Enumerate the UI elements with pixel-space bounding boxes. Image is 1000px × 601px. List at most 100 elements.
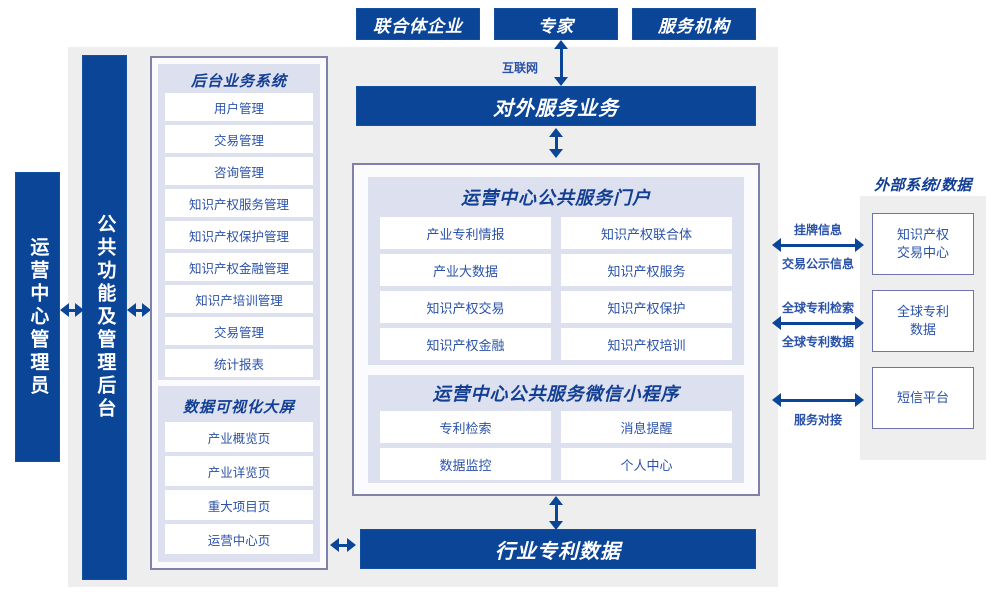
connector-arrow-2 bbox=[772, 313, 864, 333]
list-item[interactable]: 统计报表 bbox=[165, 349, 313, 377]
arrow-shaft bbox=[559, 48, 563, 78]
arrow-head-left bbox=[772, 238, 781, 252]
connector-label-global-patent-data: 全球专利数据 bbox=[781, 335, 854, 349]
portal-item[interactable]: 知识产权交易 bbox=[380, 291, 551, 323]
arrow-shaft bbox=[337, 543, 349, 547]
list-item[interactable]: 知识产培训管理 bbox=[165, 285, 313, 313]
portal-item[interactable]: 产业专利情报 bbox=[380, 217, 551, 249]
role-column-operator-label: 运营中心管理员 bbox=[27, 236, 49, 398]
top-actor-box-3[interactable]: 服务机构 bbox=[632, 8, 756, 40]
arrow-head-down bbox=[554, 77, 568, 86]
list-item[interactable]: 交易管理 bbox=[165, 125, 313, 153]
arrow-head-left bbox=[330, 538, 339, 552]
miniprogram-item[interactable]: 个人中心 bbox=[561, 448, 732, 480]
arrow-head-up bbox=[549, 496, 563, 505]
external-box-label: 全球专利 数据 bbox=[896, 304, 949, 337]
list-item[interactable]: 产业概览页 bbox=[165, 422, 313, 452]
arrow-shaft bbox=[554, 136, 558, 150]
top-actor-label-2: 专家 bbox=[538, 16, 574, 36]
arrow-shaft bbox=[134, 308, 144, 312]
list-item[interactable]: 咨询管理 bbox=[165, 157, 313, 185]
role-column-admin-backend[interactable]: 公共功能及管理后台 bbox=[82, 55, 127, 580]
service-to-portal-arrow bbox=[545, 128, 567, 158]
operator-admin-arrow bbox=[60, 300, 84, 320]
arrow-head-right bbox=[855, 238, 864, 252]
external-service-bar[interactable]: 对外服务业务 bbox=[356, 86, 756, 126]
portal-group: 运营中心公共服务门户 产业专利情报 知识产权联合体 产业大数据 知识产权服务 知… bbox=[368, 177, 744, 365]
arrow-shaft bbox=[554, 504, 558, 522]
miniprogram-item[interactable]: 专利检索 bbox=[380, 411, 551, 443]
backend-industrydata-arrow bbox=[330, 535, 356, 555]
portal-to-industrydata-arrow bbox=[545, 496, 567, 530]
internet-arrow bbox=[550, 40, 572, 86]
list-item[interactable]: 知识产权服务管理 bbox=[165, 189, 313, 217]
miniprogram-item[interactable]: 消息提醒 bbox=[561, 411, 732, 443]
arrow-head-right bbox=[142, 303, 151, 317]
connector-label-listing-info: 挂牌信息 bbox=[793, 223, 842, 237]
arrow-shaft bbox=[67, 308, 77, 312]
portal-item[interactable]: 知识产权金融 bbox=[380, 328, 551, 360]
arrow-head-up bbox=[549, 128, 563, 137]
arrow-head-down bbox=[549, 149, 563, 158]
top-actor-box-2[interactable]: 专家 bbox=[494, 8, 618, 40]
portal-item[interactable]: 产业大数据 bbox=[380, 254, 551, 286]
backend-business-list: 用户管理 交易管理 咨询管理 知识产权服务管理 知识产权保护管理 知识产权金融管… bbox=[165, 93, 313, 377]
internet-label: 互联网 bbox=[501, 61, 538, 75]
connector-label-global-search: 全球专利检索 bbox=[781, 301, 854, 315]
external-box-global-patent-data[interactable]: 全球专利 数据 bbox=[872, 290, 974, 352]
list-item[interactable]: 重大项目页 bbox=[165, 490, 313, 520]
portal-item[interactable]: 知识产权保护 bbox=[561, 291, 732, 323]
dashboard-list: 产业概览页 产业详览页 重大项目页 运营中心页 bbox=[165, 422, 313, 554]
external-box-sms-platform[interactable]: 短信平台 bbox=[872, 367, 974, 429]
portal-item[interactable]: 知识产权联合体 bbox=[561, 217, 732, 249]
arrow-head-right bbox=[75, 303, 84, 317]
dashboard-group: 数据可视化大屏 产业概览页 产业详览页 重大项目页 运营中心页 bbox=[158, 386, 320, 562]
arrow-shaft bbox=[779, 243, 857, 247]
role-column-admin-backend-label: 公共功能及管理后台 bbox=[94, 214, 116, 421]
portal-grid: 产业专利情报 知识产权联合体 产业大数据 知识产权服务 知识产权交易 知识产权保… bbox=[380, 217, 732, 360]
role-column-operator[interactable]: 运营中心管理员 bbox=[15, 172, 60, 462]
list-item[interactable]: 交易管理 bbox=[165, 317, 313, 345]
arrow-head-left bbox=[772, 393, 781, 407]
arrow-head-right bbox=[855, 393, 864, 407]
miniprogram-grid: 专利检索 消息提醒 数据监控 个人中心 bbox=[380, 411, 732, 480]
portal-title: 运营中心公共服务门户 bbox=[461, 188, 651, 208]
list-item[interactable]: 知识产权保护管理 bbox=[165, 221, 313, 249]
external-panel-title: 外部系统/数据 bbox=[874, 177, 972, 194]
arrow-head-right bbox=[347, 538, 356, 552]
industry-data-label: 行业专利数据 bbox=[495, 540, 621, 563]
external-service-label: 对外服务业务 bbox=[493, 97, 619, 120]
top-actor-label-3: 服务机构 bbox=[658, 16, 730, 36]
connector-arrow-3 bbox=[772, 390, 864, 410]
arrow-shaft bbox=[779, 321, 857, 325]
external-box-ip-exchange[interactable]: 知识产权 交易中心 bbox=[872, 213, 974, 275]
arrow-shaft bbox=[779, 398, 857, 402]
external-box-label: 知识产权 交易中心 bbox=[896, 227, 949, 260]
arrow-head-up bbox=[554, 40, 568, 49]
portal-item[interactable]: 知识产权服务 bbox=[561, 254, 732, 286]
arrow-head-right bbox=[855, 316, 864, 330]
arrow-head-left bbox=[772, 316, 781, 330]
arrow-head-down bbox=[549, 521, 563, 530]
admin-backendcard-arrow bbox=[127, 300, 151, 320]
external-box-label: 短信平台 bbox=[896, 390, 949, 406]
arrow-head-left bbox=[60, 303, 69, 317]
top-actor-box-1[interactable]: 联合体企业 bbox=[356, 8, 480, 40]
backend-business-group: 后台业务系统 用户管理 交易管理 咨询管理 知识产权服务管理 知识产权保护管理 … bbox=[158, 64, 320, 380]
dashboard-title: 数据可视化大屏 bbox=[182, 398, 295, 416]
list-item[interactable]: 产业详览页 bbox=[165, 456, 313, 486]
list-item[interactable]: 知识产权金融管理 bbox=[165, 253, 313, 281]
connector-arrow-1 bbox=[772, 235, 864, 255]
top-actor-label-1: 联合体企业 bbox=[373, 16, 463, 36]
backend-business-title: 后台业务系统 bbox=[190, 73, 287, 90]
miniprogram-title: 运营中心公共服务微信小程序 bbox=[432, 384, 680, 404]
miniprogram-item[interactable]: 数据监控 bbox=[380, 448, 551, 480]
list-item[interactable]: 用户管理 bbox=[165, 93, 313, 121]
list-item[interactable]: 运营中心页 bbox=[165, 524, 313, 554]
arrow-head-left bbox=[127, 303, 136, 317]
miniprogram-group: 运营中心公共服务微信小程序 专利检索 消息提醒 数据监控 个人中心 bbox=[368, 375, 744, 483]
industry-data-bar[interactable]: 行业专利数据 bbox=[360, 529, 756, 569]
connector-label-service-integration: 服务对接 bbox=[793, 413, 842, 427]
portal-item[interactable]: 知识产权培训 bbox=[561, 328, 732, 360]
